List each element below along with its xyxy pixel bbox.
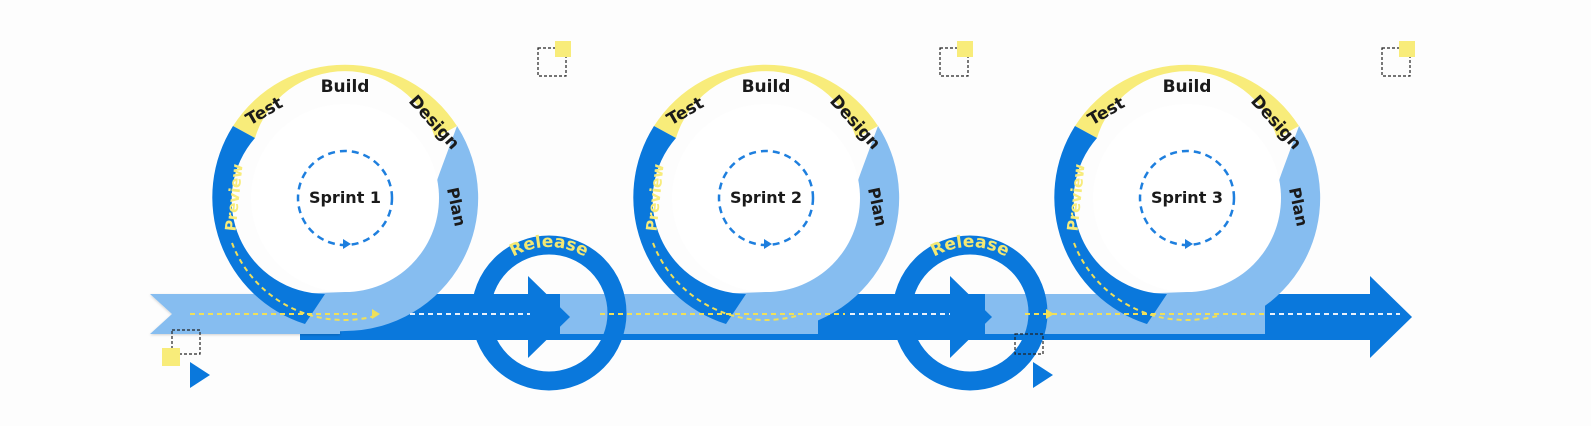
sticky-note-icon [939, 41, 973, 77]
release-label: Release [507, 232, 592, 261]
phase-arc-yellow [1075, 64, 1299, 138]
phase-build-label: Build [321, 77, 370, 97]
phase-arc-yellow [654, 64, 878, 138]
phase-arc-preview [212, 126, 325, 324]
loop-arrow-icon [343, 239, 351, 249]
sprint-label: Sprint 3 [1151, 188, 1223, 207]
timeline-arrow-head [1370, 276, 1412, 358]
loop-arrow-icon [764, 239, 772, 249]
phase-arc-preview [633, 126, 746, 324]
phase-build-label: Build [742, 77, 791, 97]
sprint-cycle-2: Sprint 2 Test Build Design Plan Preview [633, 64, 900, 334]
phase-build-label: Build [1163, 77, 1212, 97]
phase-arc-preview [1054, 126, 1167, 324]
sprint-cycle-1: Sprint 1 Test Build Design Plan Preview [212, 64, 479, 334]
sprint-cycle-3: Sprint 3 Test Build Design Plan Preview [1054, 64, 1321, 334]
play-triangle-icon [190, 362, 210, 388]
phase-arc-plan [290, 126, 479, 334]
loop-arrow-icon [1185, 239, 1193, 249]
timeline-arrow-icon [1046, 309, 1054, 319]
phase-arc-yellow [233, 64, 457, 138]
sticky-note-icon [1381, 41, 1415, 77]
sprint-label: Sprint 2 [730, 188, 802, 207]
dashed-frame-icon [1014, 333, 1044, 355]
timeline-arrow-icon [372, 309, 380, 319]
phase-arc-plan [711, 126, 900, 334]
release-arrows [395, 276, 992, 358]
release-label: Release [928, 232, 1013, 261]
dashed-frame-icon [162, 329, 201, 366]
sprint-label: Sprint 1 [309, 188, 381, 207]
play-triangle-icon [1033, 362, 1053, 388]
sticky-note-icon [537, 41, 571, 77]
phase-arc-plan [1132, 126, 1321, 334]
timeline-dashes [190, 309, 1400, 319]
